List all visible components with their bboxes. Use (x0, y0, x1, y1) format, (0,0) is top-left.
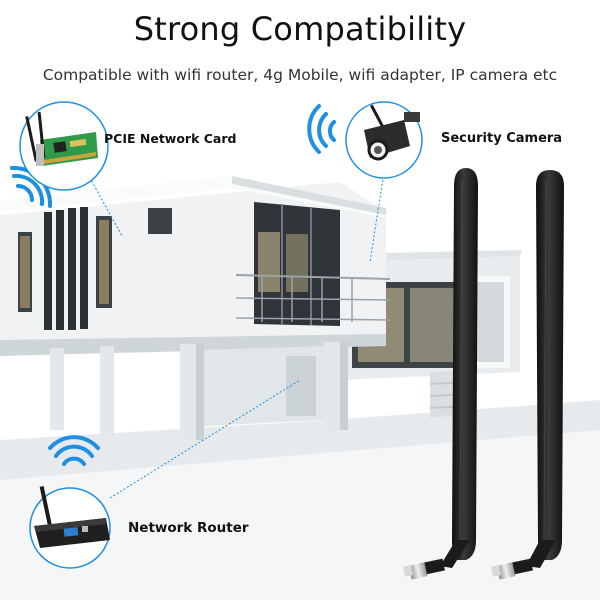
security-camera-icon (345, 101, 423, 179)
balcony-railing (235, 274, 391, 322)
security-camera-label: Security Camera (441, 131, 563, 146)
connection-lines (79, 159, 385, 499)
network-router-icon (29, 486, 111, 569)
network-router-label: Network Router (128, 520, 249, 536)
antenna-icon (403, 168, 564, 580)
wifi-signal-icon (307, 104, 336, 154)
wifi-signal-icon (48, 435, 100, 466)
page-title: Strong Compatibility (133, 10, 467, 48)
house-pillars (50, 342, 348, 440)
pcie-network-card-icon (19, 101, 109, 191)
pcie-network-card-label: PCIE Network Card (104, 131, 237, 146)
page-subtitle: Compatible with wifi router, 4g Mobile, … (42, 66, 558, 84)
modern-house-illustration (0, 176, 522, 440)
facade-slats (44, 207, 88, 330)
